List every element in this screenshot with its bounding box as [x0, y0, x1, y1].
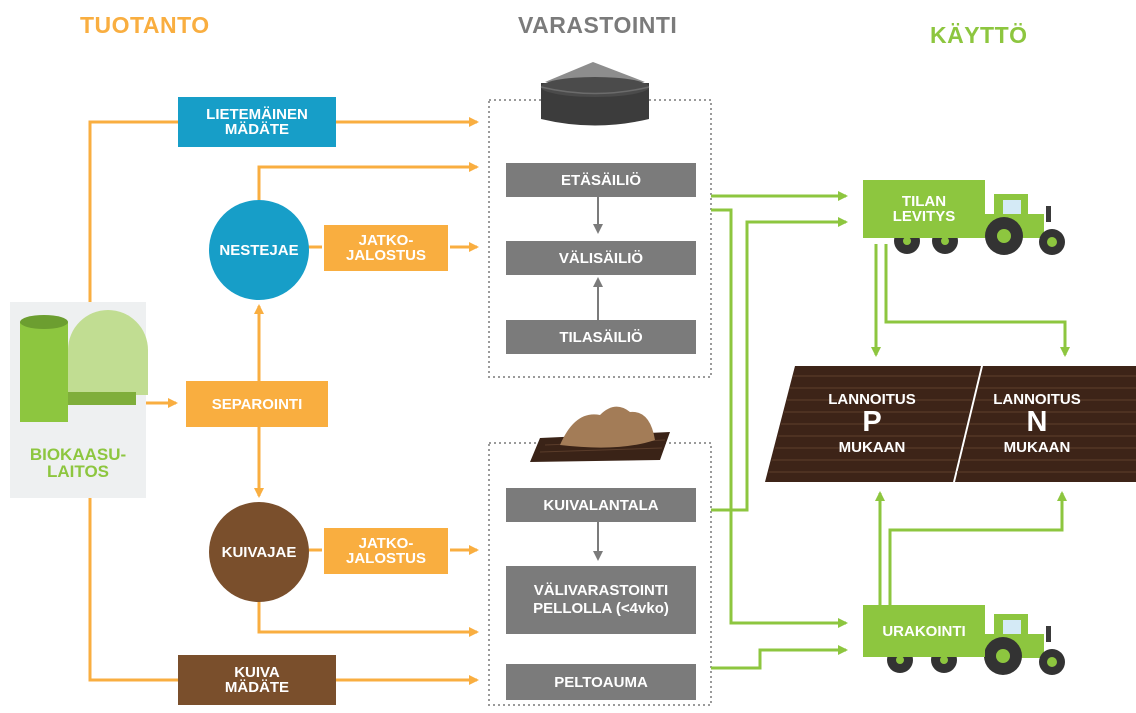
field-n	[955, 366, 1136, 482]
biogas-plant-icon	[20, 310, 148, 422]
fertilization-n-bottom: MUKAAN	[1003, 439, 1071, 456]
farm-spreading-box: TILAN LEVITYS	[863, 180, 985, 238]
arrow-plant-to-liquid-digestate	[88, 120, 178, 302]
slurry-tank-icon	[540, 62, 650, 126]
dry-manure-store-box: KUIVALANTALA	[506, 488, 696, 522]
field-p	[765, 366, 981, 482]
header-use: KÄYTTÖ	[930, 22, 1028, 48]
liquid-digestate-box: LIETEMÄINEN MÄDÄTE	[178, 97, 336, 147]
separation-box: SEPAROINTI	[186, 381, 328, 427]
dry-fraction-circle: KUIVAJAE	[209, 502, 309, 602]
fertilization-n-letter: N	[1026, 406, 1048, 438]
tractor-spreading-icon	[894, 194, 1065, 255]
arrow-remote-tank-to-contracting	[711, 208, 848, 628]
fertilization-p-letter: P	[862, 406, 882, 438]
intermediate-tank-box: VÄLISÄILIÖ	[506, 241, 696, 275]
arrow-plant-to-dry-digestate	[88, 498, 178, 682]
farm-tank-box: TILASÄILIÖ	[506, 320, 696, 354]
arrow-liquid-fraction-to-storage	[257, 162, 479, 200]
remote-tank-box: ETÄSÄILIÖ	[506, 163, 696, 197]
contracting-box: URAKOINTI	[863, 605, 985, 657]
field-storage-box: VÄLIVARASTOINTI PELLOLLA (<4vko)	[506, 566, 696, 634]
dry-digestate-box: KUIVA MÄDÄTE	[178, 655, 336, 705]
field-heap-box: PELTOAUMA	[506, 664, 696, 700]
arrow-dry-fraction-to-storage	[257, 600, 479, 637]
further-processing-dry-box: JATKO- JALOSTUS	[324, 528, 448, 574]
arrow-spreading-to-n	[884, 244, 1070, 357]
further-processing-liquid-box: JATKO- JALOSTUS	[324, 225, 448, 271]
fertilization-p-top: LANNOITUS	[828, 391, 916, 408]
arrow-contracting-to-n	[888, 491, 1067, 605]
fertilization-n-top: LANNOITUS	[993, 391, 1081, 408]
header-storage: VARASTOINTI	[518, 12, 678, 38]
fertilization-p-bottom: MUKAAN	[838, 439, 906, 456]
biogas-plant-label: BIOKAASU- LAITOS	[29, 445, 127, 481]
header-production: TUOTANTO	[80, 12, 210, 38]
arrow-dry-manure-to-spreading	[711, 217, 848, 512]
arrow-field-heap-to-contracting	[711, 645, 848, 670]
manure-heap-icon	[530, 406, 670, 462]
liquid-fraction-circle: NESTEJAE	[209, 200, 309, 300]
